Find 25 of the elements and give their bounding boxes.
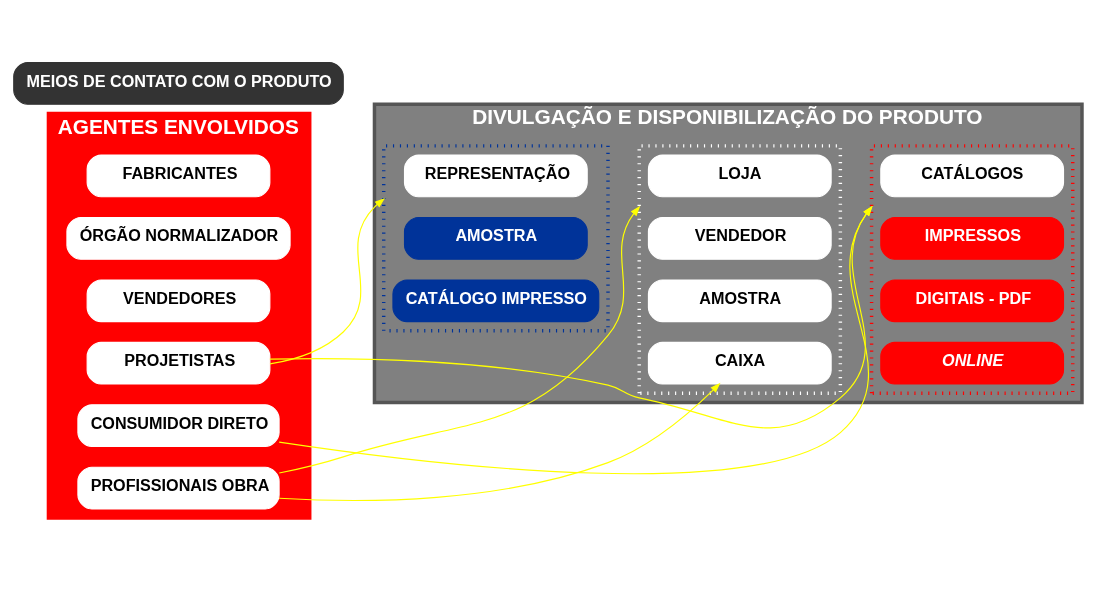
- node-box: CAIXA: [647, 341, 832, 385]
- arrow: [278, 205, 873, 474]
- node-box: PROFISSIONAIS OBRA: [77, 466, 280, 509]
- node-box: CONSUMIDOR DIRETO: [77, 403, 280, 447]
- node-box: REPRESENTAÇÃO: [403, 154, 588, 197]
- node-box: AMOSTRA: [403, 216, 588, 260]
- node-box: FABRICANTES: [86, 154, 271, 197]
- cluster: [869, 143, 1075, 395]
- node-box: IMPRESSOS: [880, 216, 1065, 260]
- node-box: CATÁLOGOS: [880, 154, 1065, 197]
- node-box: ÓRGÃO NORMALIZADOR: [66, 216, 291, 260]
- node-box: LOJA: [647, 154, 832, 197]
- node-box: MEIOS DE CONTATO COM O PRODUTO: [13, 61, 344, 105]
- arrow: [278, 205, 641, 474]
- arrow: [269, 205, 873, 428]
- node-box: AMOSTRA: [647, 278, 832, 322]
- node-box: DIGITAIS - PDF: [880, 278, 1065, 322]
- cluster: [381, 143, 610, 333]
- node-box: PROJETISTAS: [86, 341, 271, 385]
- node-box: CATÁLOGO IMPRESSO: [392, 278, 600, 322]
- arrow: [278, 382, 721, 501]
- arrow: [269, 197, 386, 364]
- node-box: VENDEDOR: [647, 216, 832, 260]
- node-box: VENDEDORES: [86, 278, 271, 322]
- node-box: ONLINE: [880, 341, 1065, 385]
